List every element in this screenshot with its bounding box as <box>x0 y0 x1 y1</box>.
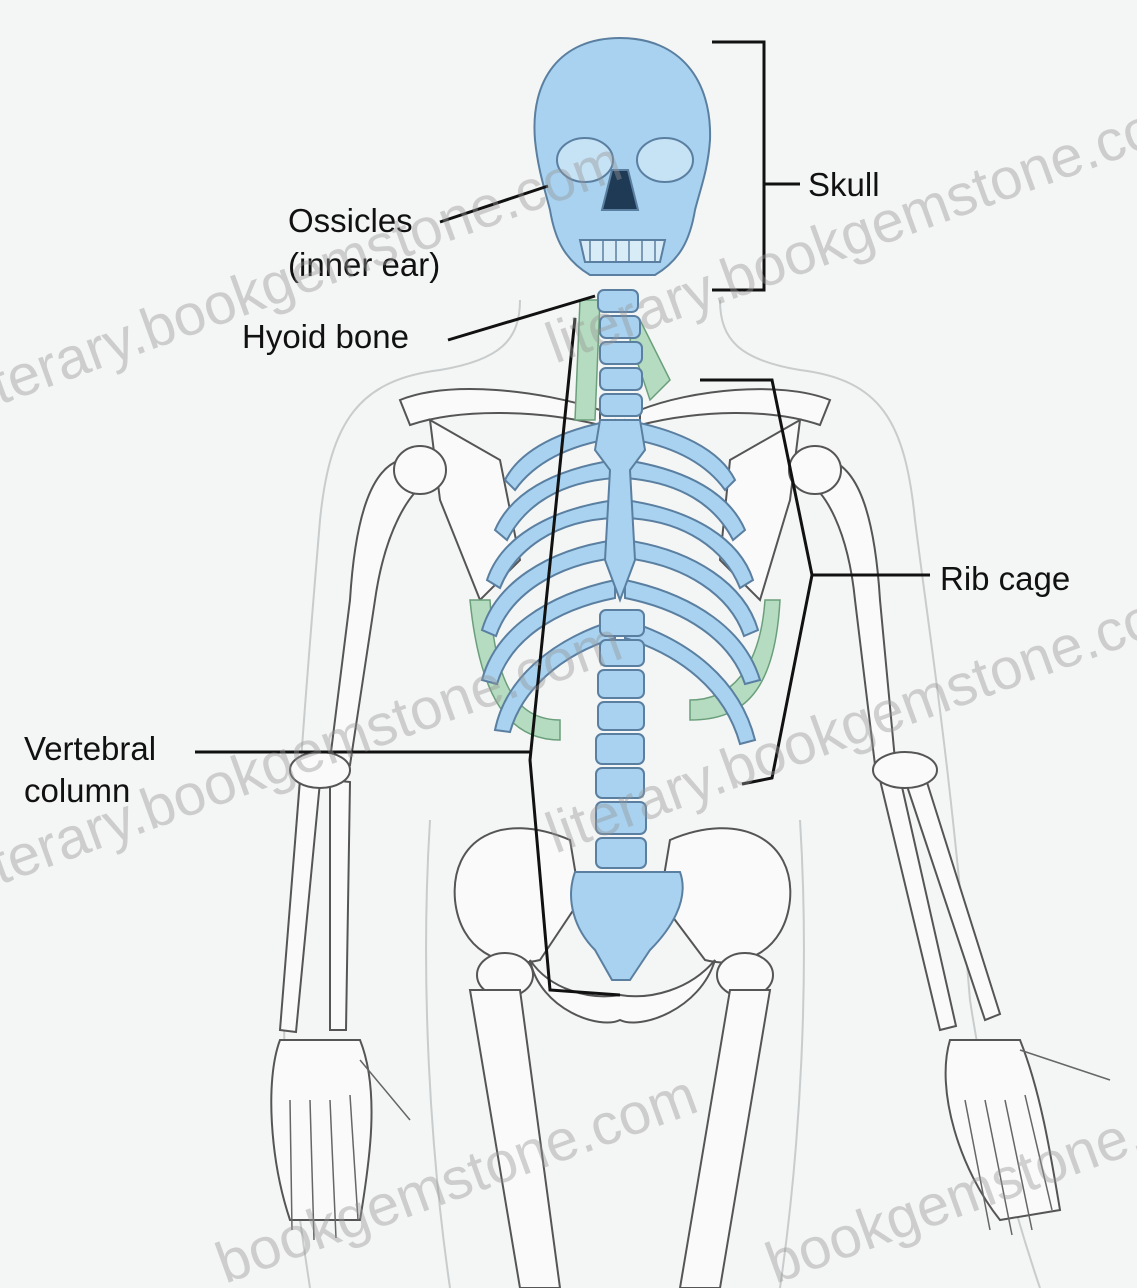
vertebral-column-label-line1: Vertebral <box>24 730 156 768</box>
hyoid-bone-label: Hyoid bone <box>242 318 409 356</box>
rib-cage-label: Rib cage <box>940 560 1070 598</box>
